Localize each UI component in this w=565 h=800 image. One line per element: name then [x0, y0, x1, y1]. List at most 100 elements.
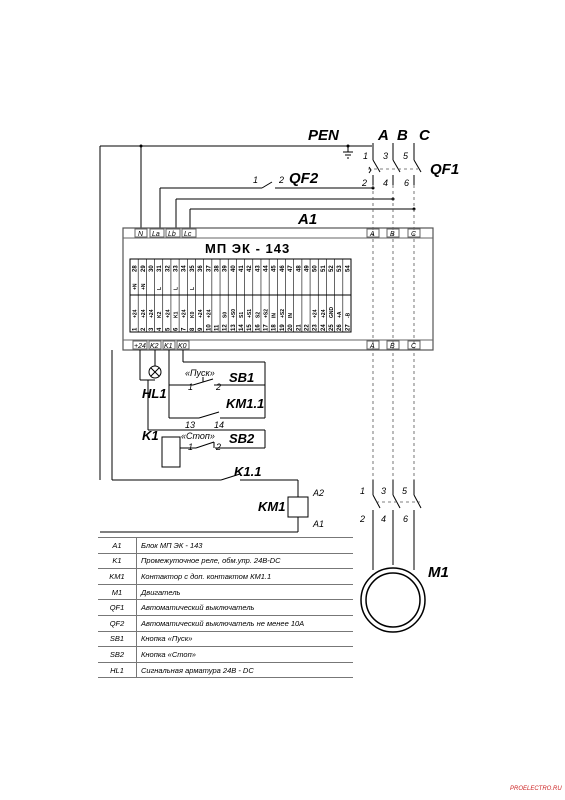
- strip-top-number: 53: [337, 265, 343, 272]
- strip-bottom-func: +24: [182, 309, 188, 318]
- legend-description: Автоматический выключатель: [136, 599, 353, 616]
- sb1-caption: «Пуск»: [185, 368, 215, 378]
- strip-bottom-func: +S2: [280, 309, 286, 318]
- term-k1: K1: [164, 343, 173, 350]
- strip-top-number: 36: [198, 265, 204, 272]
- strip-top-func: L: [157, 287, 163, 290]
- m1-label: M1: [428, 564, 449, 581]
- strip-bottom-func: -B: [345, 312, 351, 318]
- unit-output-terminals: [132, 340, 421, 350]
- legend-description: Контактор с доп. контактом КМ1.1: [136, 568, 353, 585]
- strip-bottom-number: 24: [321, 324, 327, 331]
- km11-label: KM1.1: [226, 396, 264, 411]
- watermark: PROELECTRO.RU: [510, 786, 562, 792]
- legend-description: Двигатель: [136, 583, 353, 600]
- strip-bottom-func: +24: [165, 309, 171, 318]
- strip-top-number: 50: [313, 265, 319, 272]
- km1-label: KM1: [258, 499, 285, 514]
- control-wiring: [100, 350, 299, 533]
- qf1-pin-6: 6: [404, 178, 409, 188]
- strip-bottom-func: +24: [206, 309, 212, 318]
- strip-bottom-func: IN: [288, 313, 294, 318]
- km1-a1: A1: [312, 519, 324, 529]
- km1-coil-icon: [287, 496, 309, 518]
- strip-top-number: 29: [141, 265, 147, 272]
- term-a-top: A: [369, 231, 375, 238]
- strip-bottom-number: 23: [313, 324, 319, 331]
- strip-bottom-number: 21: [296, 324, 302, 331]
- qf2-breaker: [159, 181, 375, 228]
- term-n: N: [138, 231, 144, 238]
- strip-top-number: 40: [231, 265, 237, 272]
- strip-bottom-func: +24: [141, 309, 147, 318]
- term-lc: Lc: [184, 231, 192, 238]
- strip-bottom-func: S0: [223, 312, 229, 318]
- strip-bottom-number: 19: [280, 324, 286, 331]
- strip-bottom-number: 17: [264, 324, 270, 331]
- km1-main-contacts: [372, 480, 422, 530]
- strip-bottom-number: 27: [345, 324, 351, 331]
- km1-a2: A2: [312, 488, 324, 498]
- strip-bottom-number: 22: [304, 324, 310, 331]
- term-plus24: +24: [134, 343, 146, 350]
- hl1-lamp-icon: [148, 365, 162, 379]
- strip-bottom-number: 12: [223, 324, 229, 331]
- strip-bottom-number: 14: [239, 324, 245, 331]
- qf2-label: QF2: [289, 170, 319, 187]
- strip-bottom-func: S1: [239, 312, 245, 318]
- sb2-pin-2: 2: [215, 442, 221, 452]
- term-a-bottom: A: [369, 343, 375, 350]
- sb2-button-icon: [195, 441, 215, 449]
- strip-bottom-func: S2: [255, 312, 261, 318]
- term-b-top: B: [390, 231, 395, 238]
- legend-description: Сигнальная арматура 24В - DC: [136, 661, 353, 679]
- legend-designation: QF2: [98, 614, 137, 632]
- strip-top-number: 32: [165, 265, 171, 272]
- legend-description: Автоматический выключатель не менее 10А: [136, 614, 353, 632]
- sb2-label: SB2: [229, 431, 255, 446]
- strip-bottom-func: K0: [190, 311, 196, 318]
- strip-bottom-number: 20: [288, 324, 294, 331]
- strip-top-number: 35: [190, 265, 196, 272]
- sb1-label: SB1: [229, 370, 254, 385]
- qf1-pin-5: 5: [403, 151, 409, 161]
- qf1-label: QF1: [430, 161, 459, 178]
- term-c-top: C: [411, 231, 417, 238]
- km11-contact-icon: [198, 411, 220, 419]
- legend-description: Кнопка «Стоп»: [136, 646, 353, 663]
- phase-c-label: C: [419, 127, 431, 144]
- term-k0: K0: [178, 343, 187, 350]
- strip-top-number: 47: [288, 265, 294, 272]
- km11-pin-13: 13: [185, 420, 195, 430]
- strip-bottom-number: 26: [337, 324, 343, 331]
- sb1-button-icon: [192, 377, 214, 386]
- strip-bottom-number: 4: [157, 327, 163, 331]
- km1-pin-6: 6: [403, 514, 408, 524]
- strip-bottom-func: +24: [321, 309, 327, 318]
- legend-designation: K1: [98, 552, 137, 569]
- strip-top-number: 33: [174, 265, 180, 272]
- strip-bottom-number: 8: [190, 327, 196, 331]
- qf2-pin-1: 1: [253, 175, 258, 185]
- strip-bottom-number: 1: [133, 327, 139, 331]
- strip-bottom-func: +24: [149, 309, 155, 318]
- unit-input-terminals: [134, 228, 421, 238]
- strip-bottom-number: 3: [149, 327, 155, 331]
- qf1-pin-2: 2: [361, 178, 367, 188]
- strip-bottom-func: +24: [198, 309, 204, 318]
- km1-pin-5: 5: [402, 486, 408, 496]
- km11-pin-14: 14: [214, 420, 224, 430]
- strip-top-number: 48: [296, 265, 302, 272]
- strip-top-func: +N: [133, 283, 139, 290]
- strip-bottom-func: K1: [174, 311, 180, 318]
- qf1-pin-3: 3: [383, 151, 388, 161]
- strip-bottom-number: 11: [214, 324, 220, 331]
- ground-icon: [346, 144, 350, 148]
- strip-top-number: 49: [304, 265, 310, 272]
- strip-top-number: 54: [345, 265, 351, 272]
- k1-coil-icon: [161, 436, 181, 468]
